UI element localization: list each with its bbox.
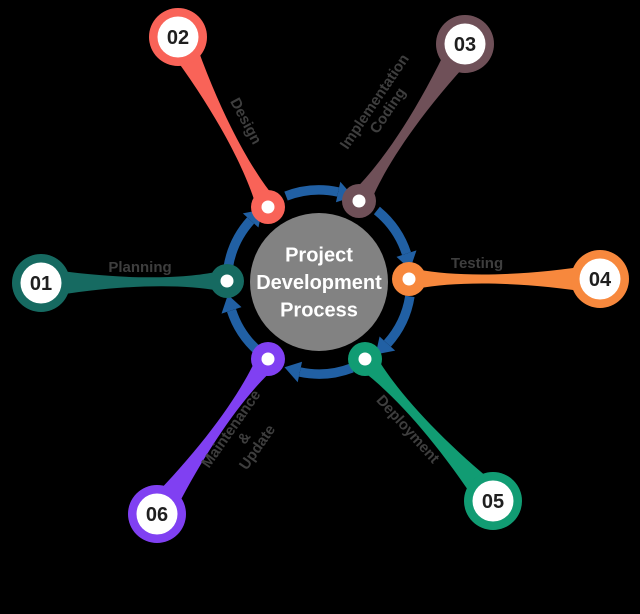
step-connector-05 [363,359,500,506]
step-label-01: Planning [108,259,171,276]
step-circle-inner-06 [136,493,178,535]
step-connector-02 [168,35,273,204]
step-circle-inner-04 [579,258,621,300]
step-circle-inner-01 [20,262,62,304]
center-circle [250,213,388,351]
step-pin-dot-04 [402,272,416,286]
step-label-03: ImplementationCoding [337,51,426,161]
step-number-02: 02 [167,27,189,49]
step-circle-inner-05 [472,480,514,522]
step-number-06: 06 [146,504,168,526]
cycle-arrowhead-icon-1 [375,336,396,355]
cycle-arrowhead-icon-2 [284,361,303,383]
cycle-arrow-arc-2 [298,363,354,379]
step-pin-dot-06 [261,352,275,366]
cycle-arrow-arc-6 [373,206,412,256]
step-pin-dot-01 [220,274,234,288]
step-label-04: Testing [451,255,503,272]
step-circle-inner-03 [444,23,486,65]
step-number-01: 01 [30,273,52,295]
step-pin-dot-05 [358,352,372,366]
step-connector-06 [149,360,271,518]
step-number-04: 04 [589,269,612,291]
step-pin-dot-03 [352,194,366,208]
step-number-03: 03 [454,34,476,56]
step-connector-01 [46,268,219,297]
step-number-05: 05 [482,491,504,513]
cycle-arrowhead-icon-3 [221,294,242,314]
step-circle-inner-02 [157,16,199,58]
cycle-arrow-arc-5 [284,185,340,201]
cycle-arrow-arc-1 [383,295,415,347]
step-connector-03 [356,41,474,199]
step-pin-dot-02 [261,200,275,214]
cycle-arrow-arc-4 [223,217,255,269]
step-connector-04 [418,265,594,293]
